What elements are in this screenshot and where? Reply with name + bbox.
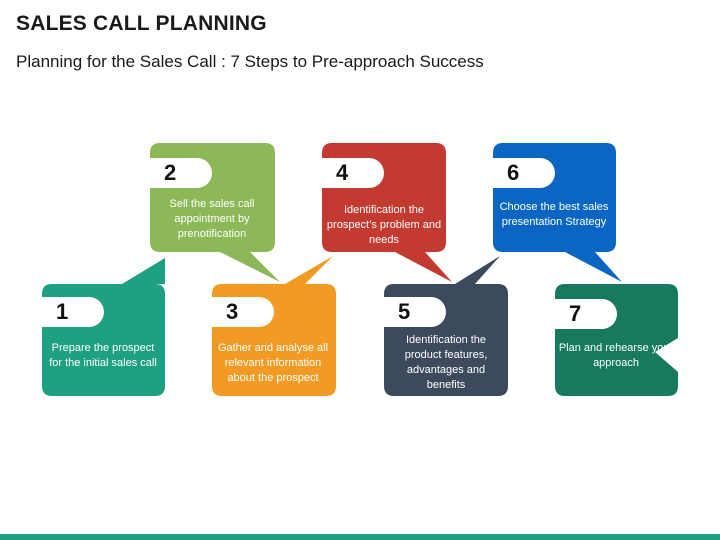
bubble-1 <box>42 258 165 396</box>
page-subtitle: Planning for the Sales Call : 7 Steps to… <box>16 52 484 71</box>
step-5-text: Identification the product features, adv… <box>404 334 488 391</box>
page-title: SALES CALL PLANNING <box>16 12 267 35</box>
bubble-3 <box>212 256 336 396</box>
step-4-text: Identification the prospect’s problem an… <box>326 204 442 246</box>
step-3-number: 3 <box>212 297 274 327</box>
step-2-text: Sell the sales call appointment by preno… <box>169 198 255 240</box>
step-6-text: Choose the best sales presentation Strat… <box>499 201 609 228</box>
step-3-text: Gather and analyse all relevant informat… <box>217 342 329 384</box>
step-2-number: 2 <box>150 158 212 188</box>
step-5-number: 5 <box>384 297 446 327</box>
step-7-text: Plan and rehearse your approach <box>558 342 674 369</box>
step-7-number: 7 <box>555 299 617 329</box>
step-1-number: 1 <box>42 297 104 327</box>
step-1-text: Prepare the prospect for the initial sal… <box>49 342 157 369</box>
step-6-number: 6 <box>493 158 555 188</box>
bubble-5 <box>384 256 508 396</box>
step-4-number: 4 <box>322 158 384 188</box>
footer-bar <box>0 534 720 540</box>
